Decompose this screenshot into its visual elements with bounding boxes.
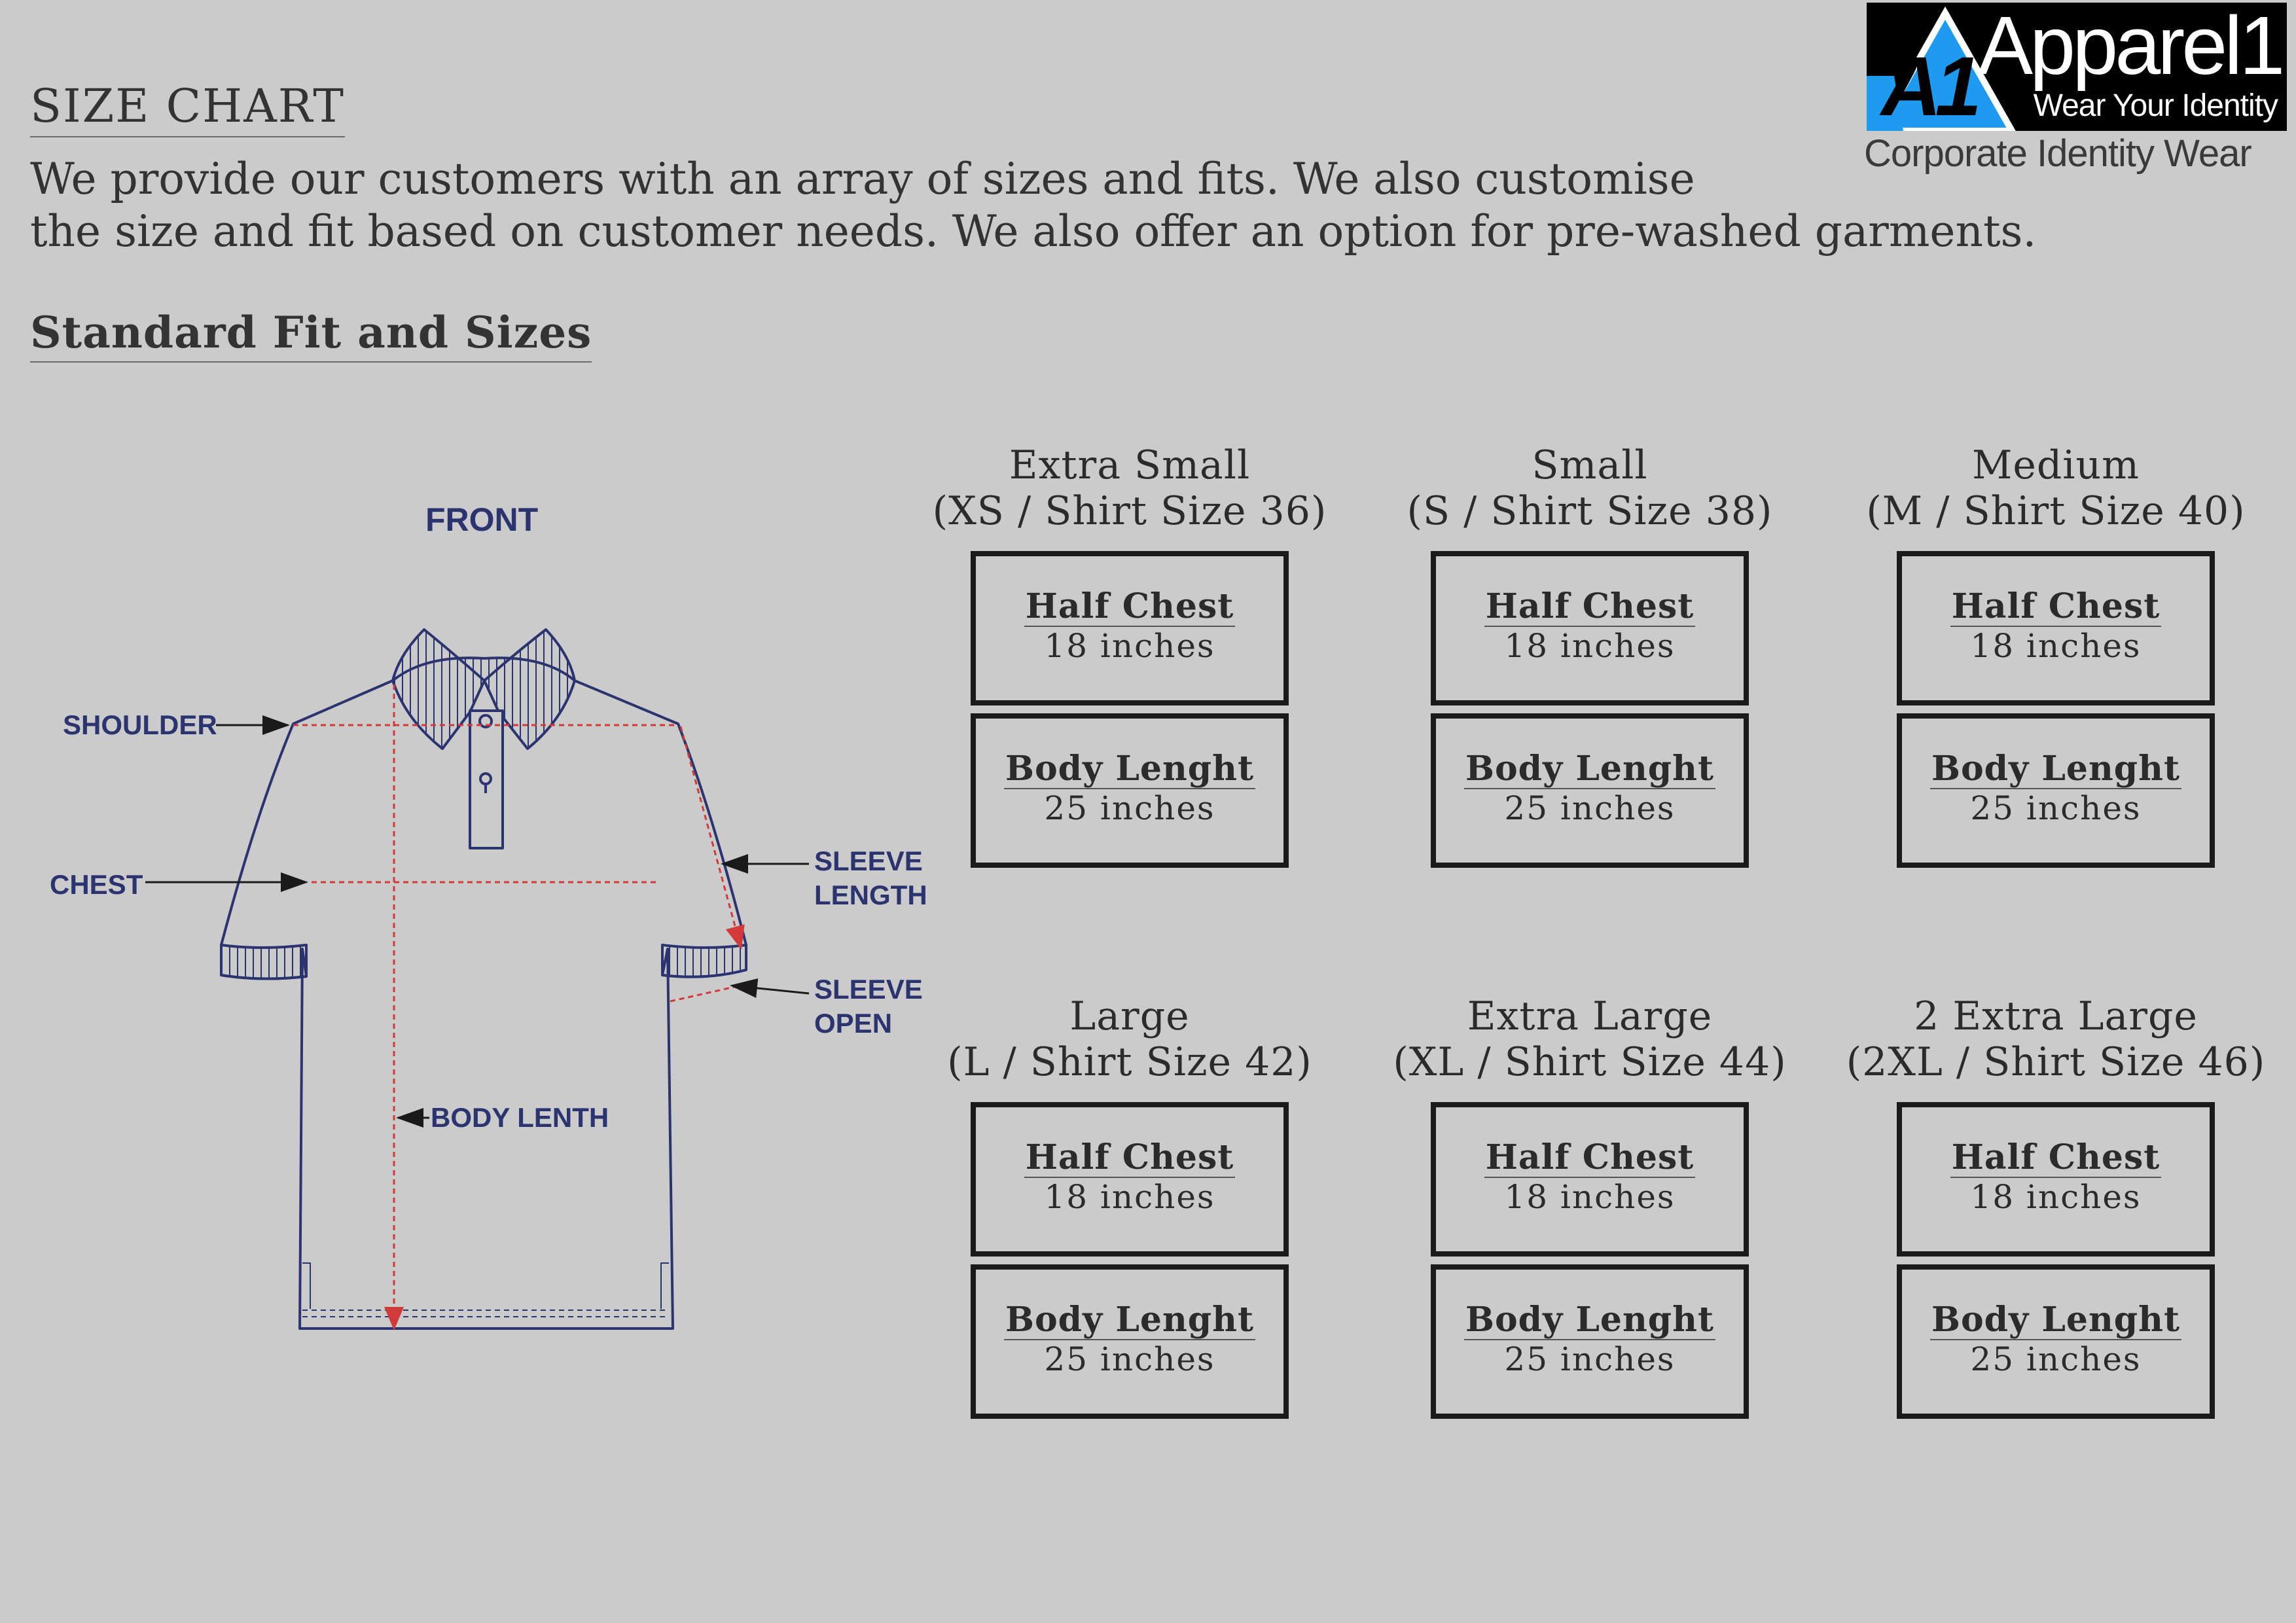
body-length-value: 25 inches bbox=[1504, 789, 1676, 827]
half-chest-box: Half Chest 18 inches bbox=[1897, 1102, 2215, 1257]
logo-mark-icon bbox=[1867, 6, 2016, 131]
body-length-box: Body Lenght 25 inches bbox=[1431, 713, 1749, 868]
sleeve-open-label-line-1: SLEEVE bbox=[814, 974, 923, 1005]
size-name: Large bbox=[1069, 993, 1190, 1039]
half-chest-label: Half Chest bbox=[1950, 586, 2162, 627]
half-chest-value: 18 inches bbox=[1044, 627, 1215, 665]
body-length-value: 25 inches bbox=[1970, 789, 2142, 827]
intro-text-line-2: the size and fit based on customer needs… bbox=[30, 206, 2037, 257]
logo-tagline: Wear Your Identity bbox=[2033, 88, 2278, 123]
size-group-s: Small (S / Shirt Size 38) Half Chest 18 … bbox=[1367, 442, 1812, 868]
half-chest-box: Half Chest 18 inches bbox=[971, 551, 1289, 705]
half-chest-value: 18 inches bbox=[1970, 1178, 2142, 1216]
size-group-l: Large (L / Shirt Size 42) Half Chest 18 … bbox=[907, 993, 1352, 1419]
intro-text-line-1: We provide our customers with an array o… bbox=[30, 154, 1695, 204]
body-length-box: Body Lenght 25 inches bbox=[971, 713, 1289, 868]
half-chest-label: Half Chest bbox=[1484, 1137, 1696, 1178]
body-length-value: 25 inches bbox=[1044, 1340, 1215, 1378]
logo-subtitle: Corporate Identity Wear bbox=[1864, 132, 2252, 175]
half-chest-label: Half Chest bbox=[1950, 1137, 2162, 1178]
polo-shirt-icon bbox=[145, 628, 810, 1330]
sleeve-open-label: SLEEVE OPEN bbox=[814, 972, 923, 1041]
size-name: 2 Extra Large bbox=[1914, 993, 2198, 1039]
size-code: (S / Shirt Size 38) bbox=[1407, 488, 1773, 534]
logo-mark-text: A1 bbox=[1881, 40, 1982, 131]
sleeve-length-label: SLEEVE LENGTH bbox=[814, 844, 927, 912]
size-group-m: Medium (M / Shirt Size 40) Half Chest 18… bbox=[1833, 442, 2278, 868]
half-chest-value: 18 inches bbox=[1504, 1178, 1676, 1216]
half-chest-value: 18 inches bbox=[1970, 627, 2142, 665]
sleeve-open-label-line-2: OPEN bbox=[814, 1008, 893, 1039]
half-chest-label: Half Chest bbox=[1484, 586, 1696, 627]
sleeve-length-label-line-2: LENGTH bbox=[814, 880, 927, 910]
half-chest-value: 18 inches bbox=[1044, 1178, 1215, 1216]
body-length-box: Body Lenght 25 inches bbox=[971, 1264, 1289, 1419]
body-length-label: Body Lenght bbox=[1004, 1300, 1255, 1340]
body-length-label: Body Lenght bbox=[1930, 1300, 2181, 1340]
size-name: Extra Small bbox=[1009, 442, 1251, 488]
body-length-value: 25 inches bbox=[1044, 789, 1215, 827]
size-name: Extra Large bbox=[1467, 993, 1713, 1039]
shirt-diagram: FRONT SHOULDER CHEST SLEEVE LENGTH SLEEV… bbox=[0, 458, 949, 1374]
logo-badge: A1 Apparel1 Wear Your Identity bbox=[1867, 3, 2287, 131]
half-chest-label: Half Chest bbox=[1024, 1137, 1236, 1178]
half-chest-value: 18 inches bbox=[1504, 627, 1676, 665]
size-group-xl: Extra Large (XL / Shirt Size 44) Half Ch… bbox=[1367, 993, 1812, 1419]
half-chest-box: Half Chest 18 inches bbox=[971, 1102, 1289, 1257]
size-group-2xl: 2 Extra Large (2XL / Shirt Size 46) Half… bbox=[1833, 993, 2278, 1419]
size-code: (2XL / Shirt Size 46) bbox=[1846, 1039, 2266, 1085]
size-code: (L / Shirt Size 42) bbox=[947, 1039, 1312, 1085]
shoulder-label: SHOULDER bbox=[63, 709, 217, 740]
size-group-xs: Extra Small (XS / Shirt Size 36) Half Ch… bbox=[907, 442, 1352, 868]
logo-name: Apparel1 bbox=[1978, 3, 2285, 92]
view-label: FRONT bbox=[425, 501, 539, 538]
size-code: (M / Shirt Size 40) bbox=[1866, 488, 2246, 534]
size-code: (XS / Shirt Size 36) bbox=[932, 488, 1327, 534]
size-name: Small bbox=[1532, 442, 1648, 488]
half-chest-box: Half Chest 18 inches bbox=[1431, 551, 1749, 705]
body-length-label: Body Lenght bbox=[1004, 749, 1255, 789]
brand-logo: A1 Apparel1 Wear Your Identity Corporate… bbox=[1864, 0, 2289, 183]
body-length-label: Body Lenght bbox=[1464, 749, 1715, 789]
body-length-value: 25 inches bbox=[1504, 1340, 1676, 1378]
size-name: Medium bbox=[1971, 442, 2140, 488]
body-length-label: Body Lenght bbox=[1930, 749, 2181, 789]
size-code: (XL / Shirt Size 44) bbox=[1393, 1039, 1787, 1085]
body-length-label: BODY LENTH bbox=[431, 1102, 609, 1133]
half-chest-label: Half Chest bbox=[1024, 586, 1236, 627]
half-chest-box: Half Chest 18 inches bbox=[1431, 1102, 1749, 1257]
body-length-value: 25 inches bbox=[1970, 1340, 2142, 1378]
body-length-box: Body Lenght 25 inches bbox=[1431, 1264, 1749, 1419]
body-length-box: Body Lenght 25 inches bbox=[1897, 1264, 2215, 1419]
sleeve-length-label-line-1: SLEEVE bbox=[814, 846, 923, 876]
chest-label: CHEST bbox=[50, 869, 143, 900]
body-length-label: Body Lenght bbox=[1464, 1300, 1715, 1340]
half-chest-box: Half Chest 18 inches bbox=[1897, 551, 2215, 705]
page-title: SIZE CHART bbox=[30, 79, 345, 137]
body-length-box: Body Lenght 25 inches bbox=[1897, 713, 2215, 868]
section-title: Standard Fit and Sizes bbox=[30, 306, 592, 363]
